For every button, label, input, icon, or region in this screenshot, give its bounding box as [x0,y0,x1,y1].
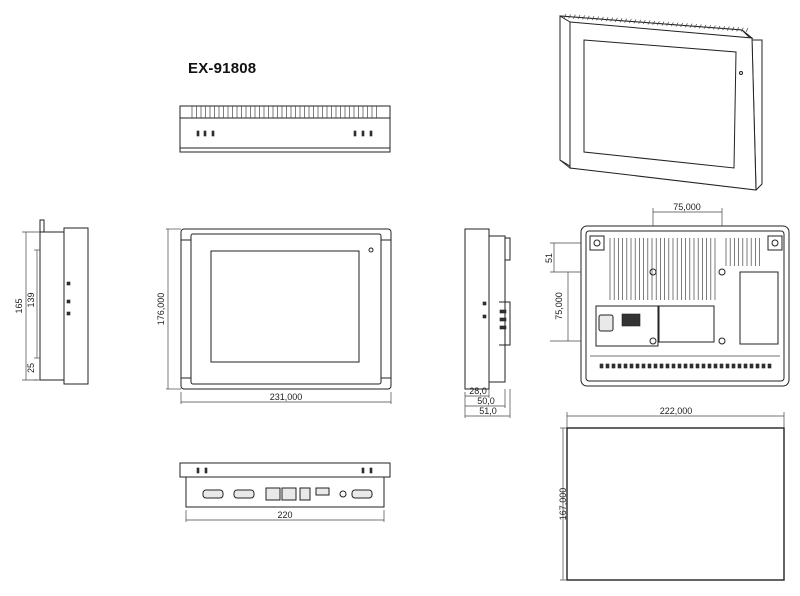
front-view-led [368,247,374,253]
com-port-3 [351,489,373,499]
power-jack [339,490,347,498]
dim-cutout-height: 167,000 [558,488,568,521]
right-side-view: 28,0 50,0 51,0 [464,228,511,418]
dim-left-bottom: 25 [26,363,36,373]
dim-rear-upper: 51 [544,253,554,263]
usb-ports [299,487,311,501]
rear-panel-center [658,305,715,343]
panel-cutout-outline [566,427,785,581]
rear-power-terminal [621,313,641,327]
rear-connector-area [595,305,659,347]
bottom-view-ports [202,487,373,501]
dim-left-total: 165 [14,298,24,313]
dim-rear-top: 75,000 [673,202,701,212]
rear-heatsink-fins [609,238,760,300]
top-view [179,105,391,153]
bottom-view: 220 [179,462,391,522]
com-port-1 [202,489,224,499]
lan-port-2 [281,487,297,501]
rear-mount-tl [589,235,605,251]
rear-panel-right [739,271,779,345]
left-view-housing [39,231,65,381]
dim-front-width: 231,000 [270,392,303,402]
model-title: EX-91808 [188,60,257,77]
rear-serial-port [598,314,614,332]
dim-cutout-width: 222,000 [660,406,693,416]
lan-port-1 [265,487,281,501]
panel-cutout-view: 222,000 167,000 [558,406,785,581]
top-view-bezel [179,117,391,149]
rear-port-row [590,355,780,369]
hdmi-port [315,487,330,496]
dim-front-height: 176,000 [156,293,166,326]
left-view-bezel [63,227,89,385]
top-view-heatsink-fins [191,106,377,118]
dim-left-inner: 139 [26,292,36,307]
left-side-view: 165 139 25 [14,219,89,385]
dim-side-depth-mid: 50,0 [477,396,495,406]
front-view-screen [210,250,360,363]
dim-side-depth-inner: 28,0 [469,386,487,396]
isometric-screen [583,39,737,169]
top-view-vents [196,130,373,137]
isometric-heatsink-fins [563,13,749,33]
right-view-housing [488,235,506,383]
isometric-view [559,13,763,191]
dim-rear-side: 75,000 [554,292,564,320]
dim-bottom-width: 220 [277,510,292,520]
front-view: 231,000 176,000 [156,228,392,404]
bottom-view-bezel [179,462,391,478]
rear-mount-tr [767,235,783,251]
dim-side-depth-total: 51,0 [479,406,497,416]
rear-view: 75,000 51 75,000 [544,202,790,387]
right-view-bezel [464,228,490,390]
com-port-2 [233,489,255,499]
